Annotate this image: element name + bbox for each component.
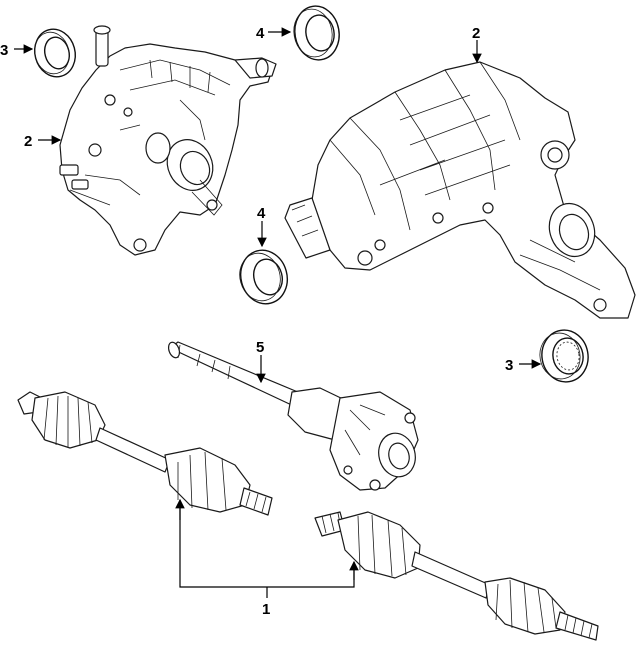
rear-differential (284, 61, 636, 319)
callout-1: 1 (262, 601, 270, 618)
callout-3-upper-left: 3 (0, 42, 8, 59)
callout-5: 5 (256, 339, 264, 356)
seal-3-upper-left (34, 28, 76, 78)
intermediate-shaft-assembly (167, 341, 419, 491)
callout-4-lower: 4 (257, 205, 266, 222)
callout-3-right: 3 (505, 357, 513, 374)
seal-3-right (539, 329, 589, 383)
callout-4-upper: 4 (256, 25, 265, 42)
seal-4-upper (293, 5, 340, 61)
axle-shaft-lower (314, 511, 599, 641)
seal-4-lower (239, 249, 288, 305)
axle-shaft-upper (17, 391, 273, 516)
callout-group (14, 27, 542, 598)
callout-2-rear-differential: 2 (472, 25, 480, 42)
front-drive-unit (59, 25, 277, 256)
callout-2-front-drive-unit: 2 (24, 133, 32, 150)
